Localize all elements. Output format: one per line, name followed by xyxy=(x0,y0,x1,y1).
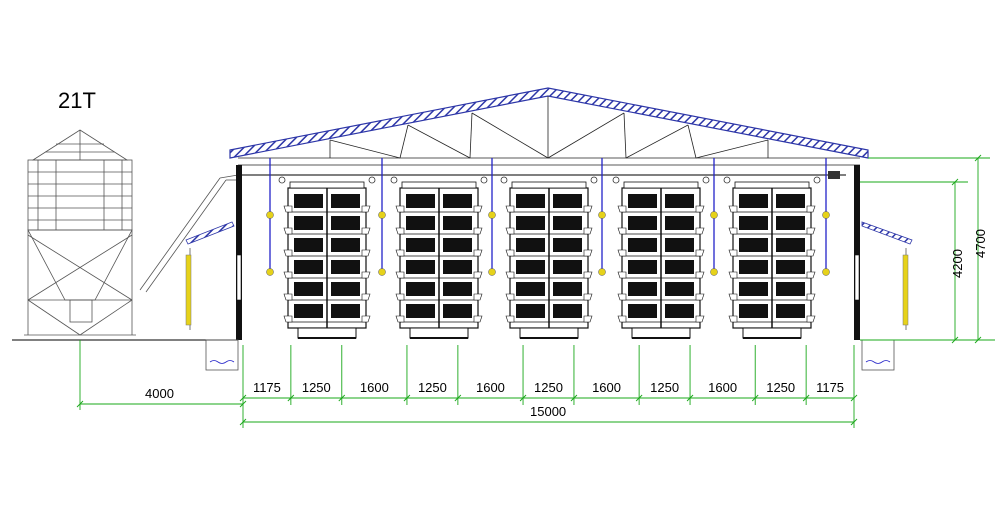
lamp xyxy=(266,211,274,219)
total-width-label: 15000 xyxy=(530,404,566,419)
drinker-fitting xyxy=(702,176,710,184)
foundations xyxy=(205,339,895,371)
segment-dimension-label: 1175 xyxy=(253,380,281,395)
lamp xyxy=(378,211,386,219)
drinker-fitting xyxy=(368,176,376,184)
cage-row xyxy=(395,181,483,339)
roof xyxy=(229,87,869,159)
drinker-fitting xyxy=(590,176,598,184)
segment-dimension-label: 1250 xyxy=(534,380,563,395)
segment-dimension-label: 1600 xyxy=(592,380,621,395)
lamp xyxy=(598,268,606,276)
wall-height-label: 4200 xyxy=(950,249,965,278)
segment-labels: 1175 1250 1600 1250 1600 1250 1600 1250 1600 1250… xyxy=(253,380,844,395)
cage-row xyxy=(728,181,816,339)
segment-dimension-label: 1250 xyxy=(418,380,447,395)
right-wall xyxy=(854,165,860,340)
lamp xyxy=(488,268,496,276)
lamp xyxy=(822,268,830,276)
cage-row xyxy=(617,181,705,339)
cage-row xyxy=(505,181,593,339)
lamp xyxy=(598,211,606,219)
ridge-height-label: 4700 xyxy=(973,229,988,258)
drinker-fitting xyxy=(500,176,508,184)
drinker-fitting xyxy=(278,176,286,184)
roof-truss xyxy=(238,96,860,166)
silo-offset-label: 4000 xyxy=(145,386,174,401)
lamp xyxy=(710,268,718,276)
water-regulator xyxy=(828,171,840,179)
right-wall-window xyxy=(854,254,860,301)
drinker-fitting xyxy=(612,176,620,184)
segment-dimension-label: 1600 xyxy=(708,380,737,395)
drinker-fitting xyxy=(723,176,731,184)
segment-dimension-label: 1175 xyxy=(816,380,844,395)
drinker-fitting xyxy=(480,176,488,184)
left-canopy xyxy=(185,221,235,330)
right-canopy xyxy=(861,221,913,330)
lighting-lines xyxy=(266,158,830,276)
segment-dimension-label: 1250 xyxy=(302,380,331,395)
dimension-lines xyxy=(76,154,995,428)
segment-dimension-label: 1600 xyxy=(476,380,505,395)
lamp xyxy=(488,211,496,219)
segment-dimension-label: 1600 xyxy=(360,380,389,395)
cage-rows xyxy=(278,176,821,339)
left-wall-window xyxy=(236,254,242,301)
feed-silo xyxy=(24,129,136,336)
segment-dimension-label: 1250 xyxy=(766,380,795,395)
left-wall xyxy=(236,165,242,340)
lamp xyxy=(378,268,386,276)
silo-capacity-label: 21T xyxy=(58,88,96,113)
segment-dimension-label: 1250 xyxy=(650,380,679,395)
cage-row xyxy=(283,181,371,339)
drinker-fitting xyxy=(390,176,398,184)
lamp xyxy=(266,268,274,276)
drinker-fitting xyxy=(813,176,821,184)
lamp xyxy=(822,211,830,219)
lamp xyxy=(710,211,718,219)
